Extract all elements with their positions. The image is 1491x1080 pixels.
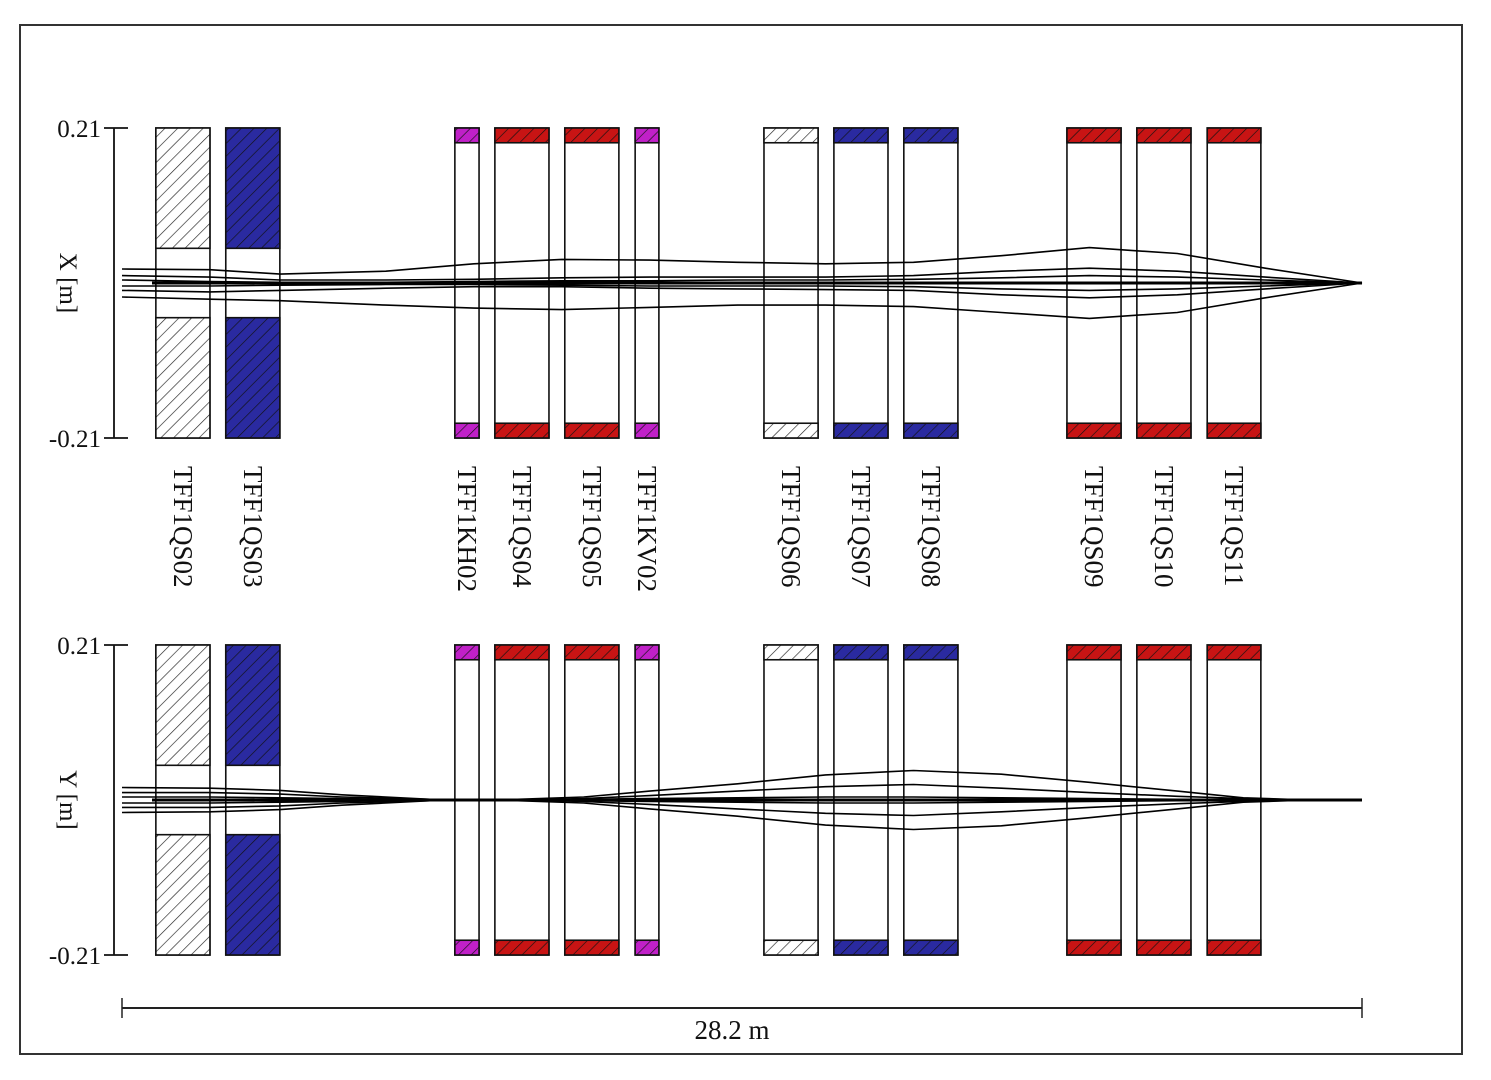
pole-lower xyxy=(1136,939,1192,956)
pole-upper xyxy=(155,644,211,767)
element-label-tff1qs02: TFF1QS02 xyxy=(168,466,198,588)
pole-upper xyxy=(634,644,660,661)
trajectory-ray-4 xyxy=(122,282,1363,292)
pole-lower xyxy=(155,833,211,956)
pole-lower xyxy=(903,939,959,956)
y-panel-trajectories xyxy=(121,769,1362,831)
pole-lower xyxy=(454,939,480,956)
element-tff1qs03 xyxy=(224,644,281,956)
element-label-tff1qs06: TFF1QS06 xyxy=(776,466,806,588)
pole-upper xyxy=(833,127,889,144)
element-label-tff1qs05: TFF1QS05 xyxy=(577,466,607,588)
pole-lower xyxy=(1206,422,1262,439)
pole-lower xyxy=(494,422,550,439)
x-axis-max-label: 0.21 xyxy=(57,116,101,143)
pole-upper xyxy=(903,644,959,661)
pole-lower xyxy=(1066,422,1122,439)
pole-lower xyxy=(224,316,281,439)
pole-lower xyxy=(155,316,211,439)
pole-lower xyxy=(1066,939,1122,956)
pole-upper xyxy=(1066,127,1122,144)
pole-lower xyxy=(833,422,889,439)
x-axis-min-label: -0.21 xyxy=(49,426,101,453)
element-label-tff1kv02: TFF1KV02 xyxy=(632,466,662,592)
element-labels: TFF1QS02 TFF1QS03 TFF1KH02 TFF1QS04 TFF1QS05… xyxy=(168,466,1249,592)
length-scale-bar: 28.2 m xyxy=(121,998,1363,1045)
element-label-tff1qs07: TFF1QS07 xyxy=(846,466,876,588)
pole-upper xyxy=(763,644,819,661)
element-label-tff1kh02: TFF1KH02 xyxy=(452,466,482,592)
element-label-tff1qs03: TFF1QS03 xyxy=(238,466,268,588)
pole-upper xyxy=(763,127,819,144)
pole-lower xyxy=(634,422,660,439)
y-axis-min-label: -0.21 xyxy=(49,943,101,970)
trajectory-ray-6 xyxy=(121,282,1363,320)
element-label-tff1qs09: TFF1QS09 xyxy=(1079,466,1109,588)
element-label-tff1qs10: TFF1QS10 xyxy=(1149,466,1179,588)
pole-upper xyxy=(494,127,550,144)
pole-lower xyxy=(224,833,281,956)
element-tff1qs02 xyxy=(155,644,211,956)
element-label-tff1qs11: TFF1QS11 xyxy=(1219,466,1249,587)
pole-lower xyxy=(454,422,480,439)
y-axis-title: Y [m] xyxy=(54,770,81,829)
pole-lower xyxy=(1136,422,1192,439)
pole-lower xyxy=(763,939,819,956)
pole-upper xyxy=(833,644,889,661)
pole-upper xyxy=(563,644,620,661)
pole-lower xyxy=(634,939,660,956)
trajectory-ray-6 xyxy=(121,799,1362,831)
pole-lower xyxy=(763,422,819,439)
pole-upper xyxy=(494,644,550,661)
pole-lower xyxy=(833,939,889,956)
trajectory-ray-1 xyxy=(121,769,1362,801)
pole-lower xyxy=(494,939,550,956)
pole-upper xyxy=(1066,644,1122,661)
element-tff1qs02 xyxy=(155,127,211,439)
trajectory-ray-2 xyxy=(122,783,1362,801)
pole-upper xyxy=(903,127,959,144)
pole-lower xyxy=(563,422,620,439)
x-panel: 0.21 -0.21 X [m] xyxy=(49,116,1363,453)
pole-upper xyxy=(1206,644,1262,661)
pole-lower xyxy=(563,939,620,956)
pole-upper xyxy=(634,127,660,144)
pole-upper xyxy=(1136,127,1192,144)
y-axis-max-label: 0.21 xyxy=(57,633,101,660)
scale-bar-label: 28.2 m xyxy=(694,1015,769,1045)
trajectory-ray-2 xyxy=(121,267,1363,284)
pole-upper xyxy=(1206,127,1262,144)
diagram-frame xyxy=(19,24,1463,1055)
trajectory-ray-5 xyxy=(121,282,1363,299)
pole-upper xyxy=(224,127,281,250)
element-tff1qs03 xyxy=(224,127,281,439)
pole-upper xyxy=(1136,644,1192,661)
pole-upper xyxy=(454,644,480,661)
x-panel-trajectories xyxy=(121,246,1363,320)
pole-upper xyxy=(454,127,480,144)
trajectory-ray-1 xyxy=(121,246,1363,284)
x-axis-title: X [m] xyxy=(54,253,81,313)
pole-lower xyxy=(903,422,959,439)
pole-lower xyxy=(1206,939,1262,956)
pole-upper xyxy=(224,644,281,767)
element-label-tff1qs08: TFF1QS08 xyxy=(916,466,946,588)
pole-upper xyxy=(155,127,211,250)
pole-upper xyxy=(563,127,620,144)
element-label-tff1qs04: TFF1QS04 xyxy=(507,466,537,588)
trajectory-ray-5 xyxy=(122,799,1362,817)
y-panel: 0.21 -0.21 Y [m] xyxy=(49,633,1362,970)
